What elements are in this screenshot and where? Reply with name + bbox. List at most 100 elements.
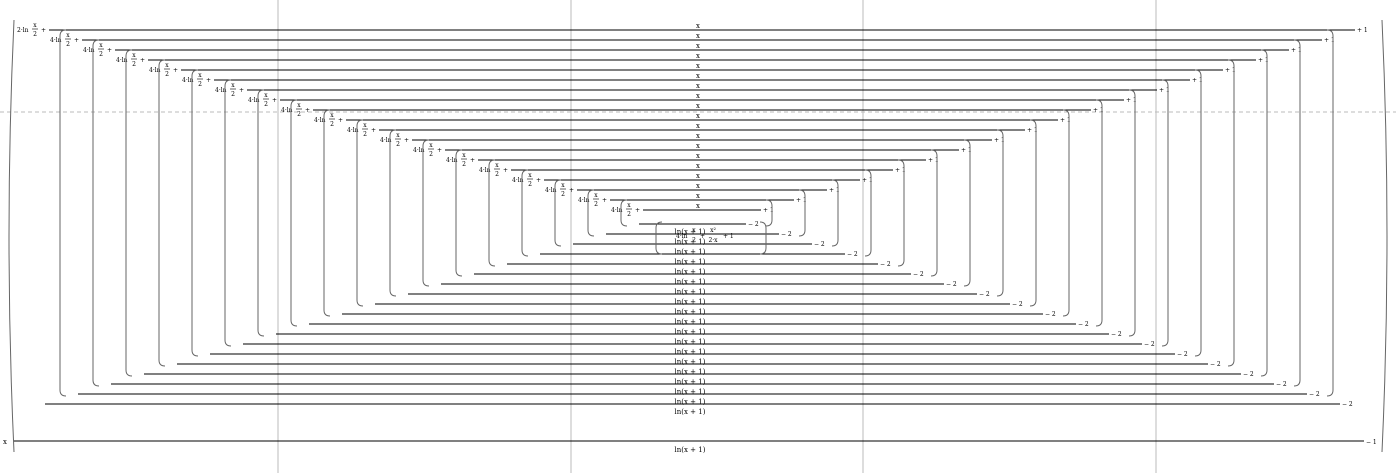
left-paren [554, 179, 562, 247]
left-paren [389, 129, 397, 297]
frac-numerator-x: x [297, 102, 301, 109]
plus-sign: + [140, 57, 145, 64]
frac-numerator-x: x [396, 132, 400, 139]
left-paren [521, 169, 529, 257]
plus-one: + 1 [961, 147, 972, 154]
right-paren [930, 149, 938, 277]
left-paren [125, 49, 133, 377]
log-prefix: 4·ln [215, 87, 227, 94]
left-paren [620, 199, 628, 227]
right-paren [1095, 99, 1103, 327]
log-prefix: 4·ln [83, 47, 95, 54]
plus-sign: + [470, 157, 475, 164]
log-prefix: 2·ln [17, 27, 29, 34]
right-paren [1260, 49, 1268, 377]
frac-denominator-2: 2 [363, 131, 367, 138]
left-paren [290, 99, 298, 327]
log-term: ln(x + 1) [675, 238, 706, 246]
right-paren [1194, 69, 1202, 357]
numerator-x: x [696, 82, 700, 90]
right-paren [1326, 29, 1334, 397]
log-term: ln(x + 1) [675, 258, 706, 266]
plus-sign: + [371, 127, 376, 134]
plus-sign: + [272, 97, 277, 104]
numerator-x: x [696, 152, 700, 160]
numerator-x: x [696, 132, 700, 140]
frac-denominator-2: 2 [165, 71, 169, 78]
frac-numerator-x: x [627, 202, 631, 209]
log-term: ln(x + 1) [675, 368, 706, 376]
log-term: ln(x + 1) [675, 348, 706, 356]
frac-numerator-x: x [66, 32, 70, 39]
plus-one: + 1 [928, 157, 939, 164]
log-prefix: 4·ln [578, 197, 590, 204]
minus-two: − 2 [1276, 381, 1287, 388]
log-term: ln(x + 1) [675, 358, 706, 366]
frac-numerator-x: x [330, 112, 334, 119]
plus-one: + 1 [862, 177, 873, 184]
plus-one: + 1 [1258, 57, 1269, 64]
log-prefix: 4·ln [545, 187, 557, 194]
outer-left-paren [8, 19, 15, 453]
plus-one: + 1 [1192, 77, 1203, 84]
minus-two: − 2 [1144, 341, 1155, 348]
right-paren [1062, 109, 1070, 317]
log-term: ln(x + 1) [675, 388, 706, 396]
plus-one: + 1 [1357, 27, 1368, 34]
left-paren [59, 29, 67, 397]
core-log-prefix: 4·ln [676, 233, 688, 240]
minus-two: − 2 [979, 291, 990, 298]
frac-denominator-2: 2 [594, 201, 598, 208]
log-prefix: 4·ln [248, 97, 260, 104]
frac-denominator-2: 2 [429, 151, 433, 158]
minus-two: − 2 [880, 261, 891, 268]
plus-one: + 1 [1093, 107, 1104, 114]
core-sq-denominator: 2·x [708, 237, 718, 244]
log-prefix: 4·ln [116, 57, 128, 64]
right-paren [897, 159, 905, 267]
frac-denominator-2: 2 [264, 101, 268, 108]
right-paren [1227, 59, 1235, 367]
numerator-x: x [696, 22, 700, 30]
plus-sign: + [569, 187, 574, 194]
plus-sign: + [305, 107, 310, 114]
core-frac-denominator-2: 2 [692, 237, 696, 244]
numerator-x: x [696, 202, 700, 210]
outer-x-term: x [3, 438, 7, 446]
numerator-x: x [696, 122, 700, 130]
plus-one: + 1 [895, 167, 906, 174]
right-paren [996, 129, 1004, 297]
frac-numerator-x: x [363, 122, 367, 129]
log-term: ln(x + 1) [675, 288, 706, 296]
frac-denominator-2: 2 [561, 191, 565, 198]
minus-two: − 2 [748, 221, 759, 228]
frac-numerator-x: x [165, 62, 169, 69]
left-paren [323, 109, 331, 317]
log-term: ln(x + 1) [675, 248, 706, 256]
log-term: ln(x + 1) [675, 338, 706, 346]
frac-numerator-x: x [429, 142, 433, 149]
log-term: ln(x + 1) [675, 308, 706, 316]
frac-denominator-2: 2 [66, 41, 70, 48]
right-paren [798, 189, 806, 237]
frac-denominator-2: 2 [132, 61, 136, 68]
plus-one: + 1 [1027, 127, 1038, 134]
core-sq-numerator: x² [710, 227, 716, 234]
numerator-x: x [696, 172, 700, 180]
plus-one: + 1 [1159, 87, 1170, 94]
frac-numerator-x: x [231, 82, 235, 89]
plus-sign: + [239, 87, 244, 94]
plus-one: + 1 [763, 207, 774, 214]
core-left-paren [655, 221, 663, 255]
outer-minus-one: − 1 [1366, 439, 1377, 446]
left-paren [224, 79, 232, 347]
numerator-x: x [696, 92, 700, 100]
numerator-x: x [696, 52, 700, 60]
left-paren [455, 149, 463, 277]
right-paren [1029, 119, 1037, 307]
frac-denominator-2: 2 [396, 141, 400, 148]
minus-two: − 2 [847, 251, 858, 258]
plus-sign: + [107, 47, 112, 54]
frac-numerator-x: x [462, 152, 466, 159]
plus-one: + 1 [994, 137, 1005, 144]
